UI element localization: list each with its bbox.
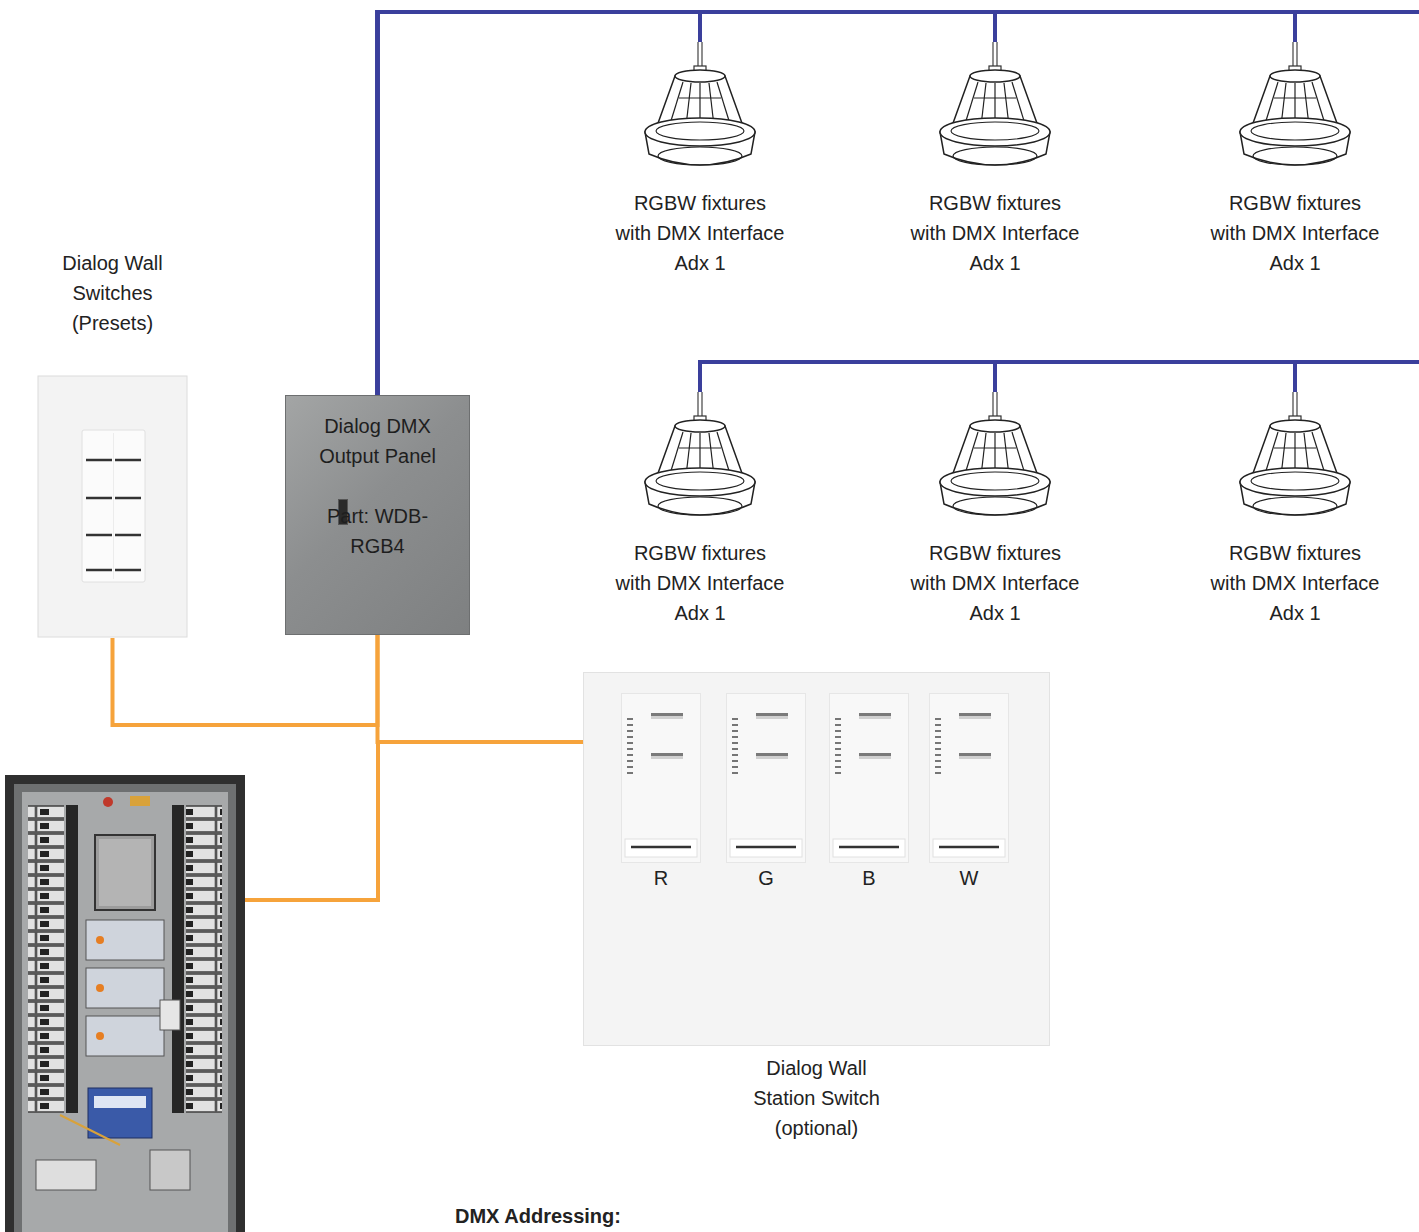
slider-modules	[584, 673, 1051, 1047]
panel-label: Dialog DMX Output Panel	[313, 411, 443, 471]
channel-letter: R	[641, 863, 681, 893]
fixture-label: Adx 1	[1180, 248, 1410, 278]
fixture-label: with DMX Interface	[880, 568, 1110, 598]
dmx-cable	[378, 12, 1419, 395]
rgbw-fixture: RGBW fixtureswith DMX InterfaceAdx 1	[880, 392, 1110, 628]
fixture-icon	[930, 42, 1060, 172]
fixture-label: RGBW fixtures	[1180, 188, 1410, 218]
note-label: DMX Addressing:	[455, 1203, 621, 1229]
fixture-label: Adx 1	[585, 248, 815, 278]
rgbw-fixture: RGBW fixtureswith DMX InterfaceAdx 1	[1180, 392, 1410, 628]
switch-label: Dialog Wall Switches (Presets)	[50, 248, 175, 338]
dmx-cable	[378, 12, 996, 395]
fixture-label: RGBW fixtures	[585, 538, 815, 568]
rgbw-fixture: RGBW fixtureswith DMX InterfaceAdx 1	[585, 42, 815, 278]
dmx-output-panel: Dialog DMX Output PanelPart: WDB-RGB4	[285, 395, 470, 635]
fixture-label: Adx 1	[585, 598, 815, 628]
preset-switch-plate	[35, 375, 190, 638]
fixture-label: RGBW fixtures	[880, 538, 1110, 568]
channel-letter: B	[849, 863, 889, 893]
fixture-icon	[635, 42, 765, 172]
fixture-label: RGBW fixtures	[1180, 538, 1410, 568]
rgbw-fixture: RGBW fixtureswith DMX InterfaceAdx 1	[880, 42, 1110, 278]
fixture-label: with DMX Interface	[585, 568, 815, 598]
station-caption: Dialog Wall Station Switch (optional)	[734, 1053, 899, 1143]
rgbw-fixture: RGBW fixtureswith DMX InterfaceAdx 1	[1180, 42, 1410, 278]
fixture-label: Adx 1	[1180, 598, 1410, 628]
fixture-label: Adx 1	[880, 598, 1110, 628]
dmx-cable	[378, 12, 1296, 395]
dmx-cable	[378, 12, 1419, 395]
fixture-icon	[1230, 42, 1360, 172]
fixture-icon	[635, 392, 765, 522]
control-wire	[113, 635, 378, 725]
fixture-label: with DMX Interface	[1180, 218, 1410, 248]
dmx-cable	[378, 12, 1419, 395]
relay-panel	[5, 775, 245, 1232]
channel-letter: G	[746, 863, 786, 893]
fixture-label: with DMX Interface	[585, 218, 815, 248]
channel-letter: W	[949, 863, 989, 893]
fixture-icon	[1230, 392, 1360, 522]
rgbw-fixture: RGBW fixtureswith DMX InterfaceAdx 1	[585, 392, 815, 628]
fixture-label: with DMX Interface	[880, 218, 1110, 248]
wall-switch: Dialog Wall Switches (Presets)	[35, 248, 190, 638]
control-wire	[245, 742, 378, 900]
wall-station-switch: R G B W Dialog Wall Station Switch (optional…	[583, 672, 1050, 1143]
fixture-label: with DMX Interface	[1180, 568, 1410, 598]
fixture-label: Adx 1	[880, 248, 1110, 278]
panel-label: Part: WDB-RGB4	[313, 501, 443, 561]
station-plate: RGBW	[583, 672, 1050, 1046]
fixture-label: RGBW fixtures	[880, 188, 1110, 218]
fixture-label: RGBW fixtures	[585, 188, 815, 218]
control-wire	[378, 635, 584, 742]
fixture-icon	[930, 392, 1060, 522]
